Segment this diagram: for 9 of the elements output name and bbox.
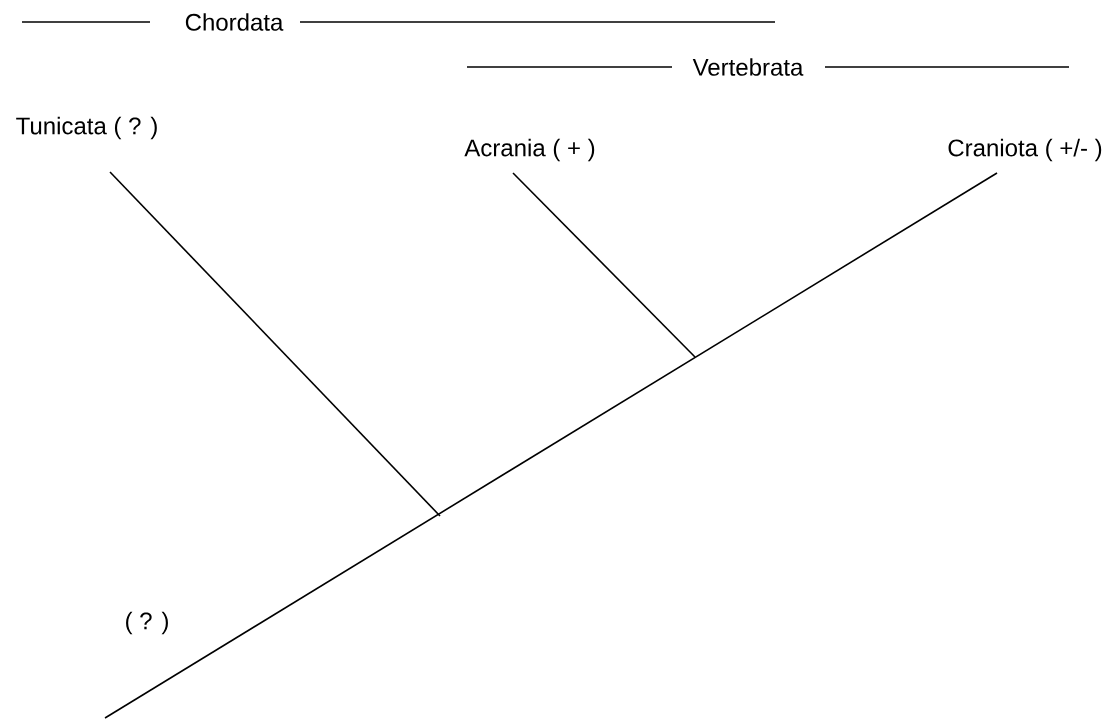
branch-line [109,171,441,517]
taxon-label: Tunicata ( ? ) [16,116,157,140]
clade-label: Chordata [185,13,284,31]
branch-line [512,172,696,358]
clade-label: ( ? ) [126,611,168,635]
clade-label: Vertebrata [692,58,804,76]
taxon-label: Acrania ( + ) [464,138,595,162]
taxon-label: Craniota ( +/- ) [948,138,1102,162]
branch-line [104,172,998,719]
